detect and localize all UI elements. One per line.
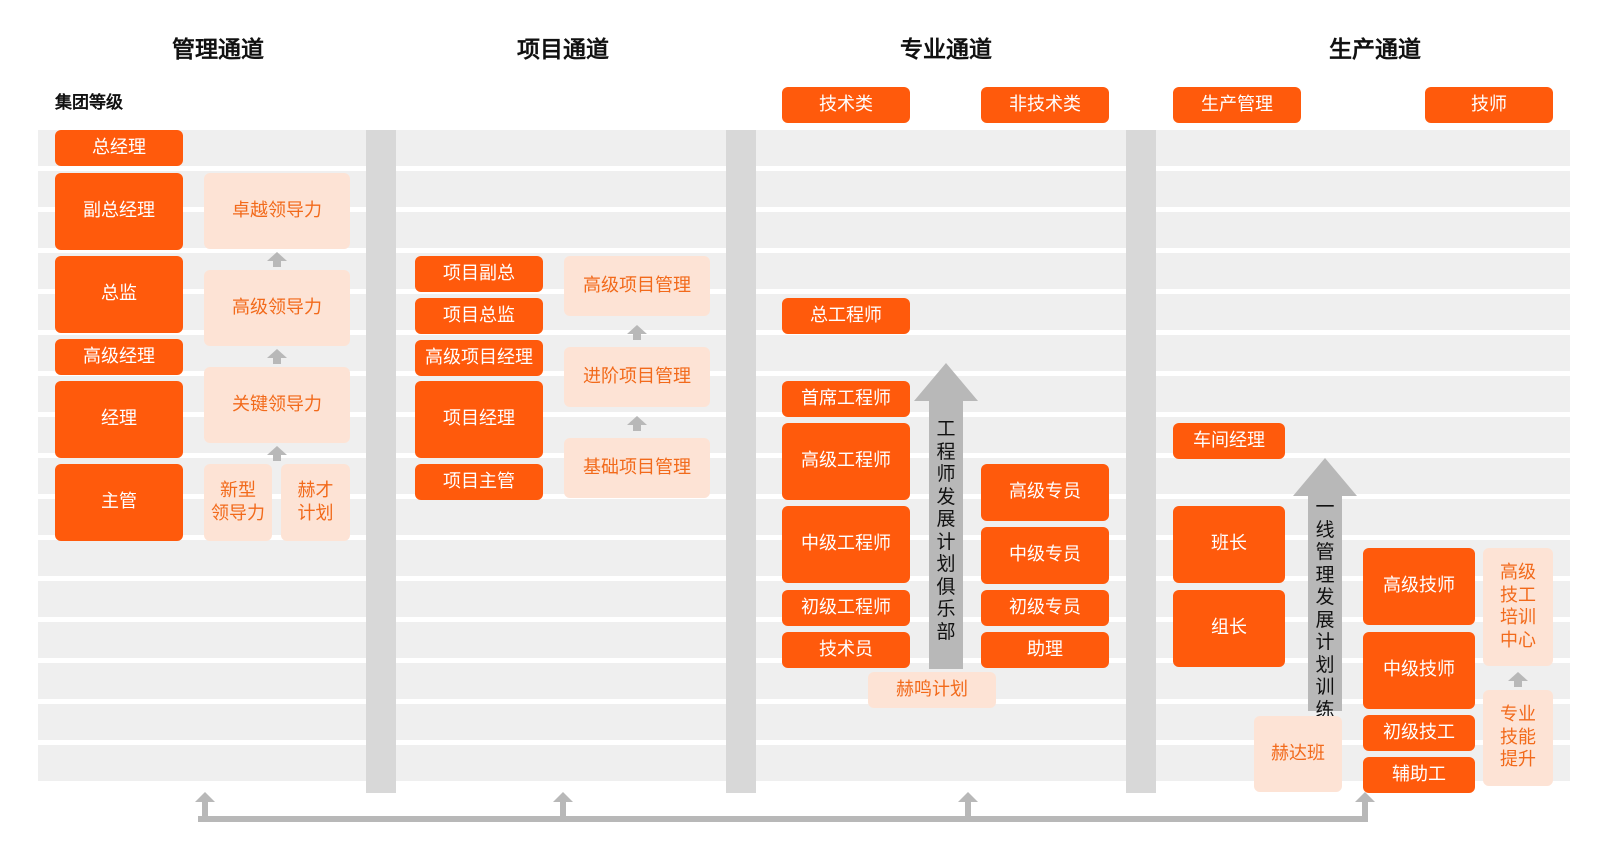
program-senior-technician-training-center: 高级 技工 培训 中心 xyxy=(1483,548,1553,666)
level-supervisor: 主管 xyxy=(55,464,183,541)
level-project-manager: 项目经理 xyxy=(415,381,543,458)
program-talent-plan: 赫才 计划 xyxy=(281,464,350,541)
column-separator xyxy=(366,130,396,793)
level-senior-manager: 高级经理 xyxy=(55,339,183,375)
cross-channel-connector xyxy=(195,792,1375,822)
level-junior-engineer: 初级工程师 xyxy=(782,590,910,626)
level-team-leader: 班长 xyxy=(1173,506,1285,583)
subheader-non-technical: 非技术类 xyxy=(981,87,1109,123)
subheader-technician: 技师 xyxy=(1425,87,1553,123)
program-professional-skill-upgrade: 专业 技能 提升 xyxy=(1483,690,1553,786)
column-title-project: 项目通道 xyxy=(517,37,609,63)
level-senior-project-manager: 高级项目经理 xyxy=(415,340,543,376)
column-title-production: 生产通道 xyxy=(1329,37,1421,63)
frontline-management-arrow-icon xyxy=(1293,458,1357,711)
level-mid-technician: 中级技师 xyxy=(1363,632,1475,709)
program-key-leadership: 关键领导力 xyxy=(204,367,350,443)
level-mid-specialist: 中级专员 xyxy=(981,527,1109,584)
level-mid-engineer: 中级工程师 xyxy=(782,506,910,583)
column-title-professional: 专业通道 xyxy=(900,37,992,63)
frontline-management-arrow-label: 一线管理发展计划训练营 xyxy=(1315,496,1335,743)
program-intermediate-project-management: 进阶项目管理 xyxy=(564,347,710,407)
program-senior-leadership: 高级领导力 xyxy=(204,270,350,346)
level-principal-engineer: 首席工程师 xyxy=(782,381,910,417)
level-director: 总监 xyxy=(55,256,183,333)
level-project-director: 项目总监 xyxy=(415,298,543,334)
level-workshop-manager: 车间经理 xyxy=(1173,423,1285,459)
subheader-production-management: 生产管理 xyxy=(1173,87,1301,123)
program-basic-project-management: 基础项目管理 xyxy=(564,438,710,498)
level-technician: 技术员 xyxy=(782,632,910,668)
engineer-development-arrow-label: 工程师发展计划俱乐部 xyxy=(936,418,956,643)
level-senior-engineer: 高级工程师 xyxy=(782,423,910,500)
level-manager: 经理 xyxy=(55,381,183,458)
group-grade-label: 集团等级 xyxy=(55,93,123,113)
level-project-supervisor: 项目主管 xyxy=(415,464,543,500)
program-excellent-leadership: 卓越领导力 xyxy=(204,173,350,249)
level-helper: 辅助工 xyxy=(1363,757,1475,793)
level-project-deputy-gm: 项目副总 xyxy=(415,256,543,292)
level-deputy-general-manager: 副总经理 xyxy=(55,173,183,250)
column-title-management: 管理通道 xyxy=(172,37,264,63)
level-junior-specialist: 初级专员 xyxy=(981,590,1109,626)
grade-row xyxy=(38,130,1570,166)
program-heda-class: 赫达班 xyxy=(1254,716,1342,792)
level-senior-technician: 高级技师 xyxy=(1363,548,1475,625)
level-general-manager: 总经理 xyxy=(55,130,183,166)
engineer-development-arrow-icon xyxy=(914,363,978,669)
column-separator xyxy=(726,130,756,793)
level-group-leader: 组长 xyxy=(1173,590,1285,667)
column-separator xyxy=(1126,130,1156,793)
level-chief-engineer: 总工程师 xyxy=(782,298,910,334)
level-senior-specialist: 高级专员 xyxy=(981,464,1109,521)
program-new-leadership: 新型 领导力 xyxy=(204,464,272,541)
level-assistant: 助理 xyxy=(981,632,1109,668)
program-heming-plan: 赫鸣计划 xyxy=(868,672,996,708)
subheader-technical: 技术类 xyxy=(782,87,910,123)
level-junior-technician: 初级技工 xyxy=(1363,715,1475,751)
program-advanced-project-management: 高级项目管理 xyxy=(564,256,710,316)
